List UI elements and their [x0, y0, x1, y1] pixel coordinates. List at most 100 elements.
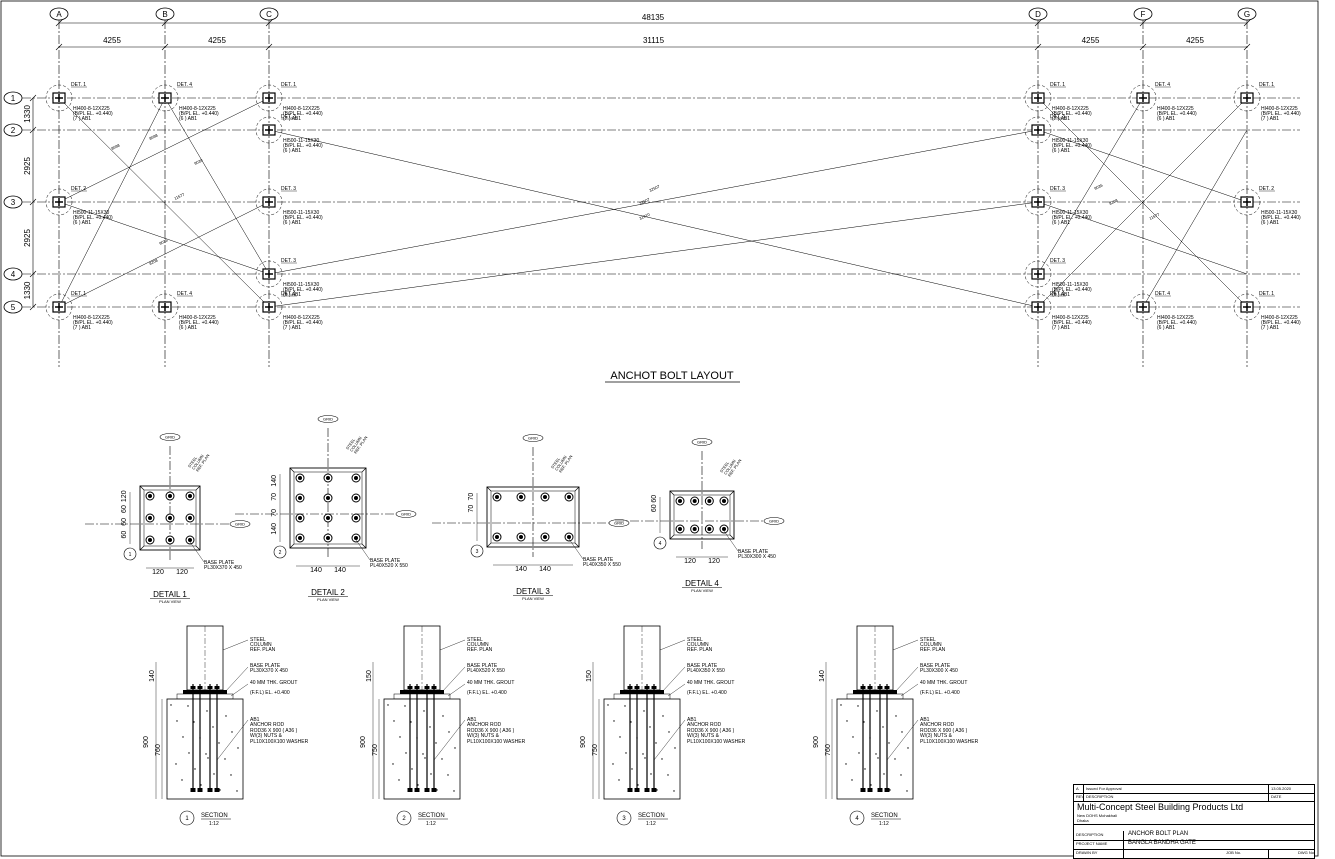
grid-column-label: F	[1141, 10, 1146, 19]
anchor-bolt	[692, 499, 697, 503]
column-callout-circle	[151, 293, 179, 321]
column-bolt-count-label: (7 ) AB1	[73, 116, 91, 122]
column-callout-circle	[1024, 188, 1052, 216]
dimension-tick	[265, 19, 273, 27]
section-base-plate-label: BASE PLATE	[920, 663, 951, 669]
concrete-hatch	[851, 779, 853, 781]
concrete-hatch	[852, 736, 854, 738]
dimension-tick	[1034, 19, 1042, 27]
concrete-hatch	[435, 742, 437, 744]
section-pedestal	[603, 698, 681, 800]
section-lower-dim: 760	[825, 744, 832, 756]
column-bolt-count-label: (6 ) AB1	[283, 220, 301, 226]
anchor-bolt	[567, 535, 571, 539]
section-marker-number: 3	[476, 549, 479, 555]
column-profile-label: HI400-8-12X225	[1157, 315, 1194, 321]
column-callout-circle	[255, 116, 283, 144]
concrete-hatch	[405, 752, 407, 754]
concrete-hatch	[662, 715, 664, 717]
anchor-nut	[867, 686, 873, 689]
dimension-tick	[29, 198, 37, 206]
bracing-length-label: 11577	[173, 191, 186, 200]
dimension-tick	[1243, 19, 1251, 27]
anchor-bolt	[326, 536, 330, 540]
detail-horizontal-dim: 120	[708, 558, 720, 565]
anchor-bolt	[298, 536, 302, 540]
column-bolt-count-label: (6 ) AB1	[1157, 116, 1175, 122]
concrete-hatch	[417, 784, 419, 786]
section-top-dim: 150	[586, 670, 593, 682]
section-rod-size-label: ROD36 X 900 ( A36 )	[467, 728, 515, 734]
bracing-length-label: 8698	[110, 142, 121, 151]
column-callout-circle	[1233, 84, 1261, 112]
anchor-bolt	[692, 527, 697, 531]
column-dimension-text: 31115	[643, 36, 665, 45]
concrete-hatch	[387, 704, 389, 706]
column-bolt-count-label: (6 ) AB1	[73, 220, 91, 226]
bracing-line	[164, 97, 270, 275]
detail-title: DETAIL 4	[685, 579, 719, 588]
anchor-nut-bottom	[860, 788, 866, 792]
bracing-length-label: 11577	[1148, 211, 1161, 220]
concrete-hatch	[411, 768, 413, 770]
detail-vertical-dim: 120	[121, 490, 128, 502]
concrete-hatch	[618, 779, 620, 781]
title-block: A Issued For Approval 13.05.2020 REV DES…	[1073, 784, 1315, 859]
anchor-nut	[407, 686, 413, 689]
concrete-hatch	[422, 753, 424, 755]
dimension-tick	[1139, 19, 1147, 27]
section-ab-label: AB1	[920, 717, 930, 723]
anchor-nut-bottom	[414, 788, 420, 792]
anchor-bolt	[495, 495, 499, 499]
anchor-bolt	[326, 516, 330, 520]
bracing-line	[268, 201, 1039, 308]
concrete-hatch	[858, 752, 860, 754]
anchor-bolt	[722, 499, 726, 503]
anchor-nut-bottom	[190, 788, 196, 792]
section-title: SECTION	[418, 813, 445, 819]
anchor-bolt	[188, 516, 192, 520]
section-number: 2	[402, 816, 406, 822]
base-plate-leader	[723, 530, 739, 552]
section-washer-label: PL10X100X100 WASHER	[920, 739, 979, 745]
section-ref-label: REF. PLAN	[687, 647, 713, 653]
anchor-bolt	[495, 535, 499, 539]
bracing-line	[268, 129, 1039, 275]
section-grout-label: 40 MM THK. GROUT	[920, 680, 967, 686]
anchor-nut-bottom	[634, 788, 640, 792]
anchor-bolt	[298, 496, 302, 500]
drawn-row: DRAWN BY JOB No. DWG No.	[1074, 849, 1314, 858]
plate-corner	[195, 485, 201, 491]
dimension-tick	[29, 303, 37, 311]
section-title: SECTION	[201, 813, 228, 819]
concrete-hatch	[200, 784, 202, 786]
column-bolt-count-label: (6 ) AB1	[283, 148, 301, 154]
section-marker-number: 2	[279, 550, 282, 556]
concrete-hatch	[424, 757, 426, 759]
concrete-hatch	[399, 736, 401, 738]
column-callout-circle	[45, 293, 73, 321]
base-plate-leader	[568, 538, 584, 560]
column-profile-label: HI500-11-15X30	[1052, 138, 1089, 144]
column-bolt-count-label: (7 ) AB1	[1261, 116, 1279, 122]
description-row: DESCRIPTION ANCHOR BOLT PLAN	[1074, 831, 1314, 841]
grid-bubble	[49, 7, 69, 21]
detail-subtitle: PLAN VIEW	[691, 588, 713, 593]
bracing-line	[58, 97, 270, 203]
section-leader	[216, 719, 249, 761]
bracing-length-label: 8698	[148, 132, 159, 141]
concrete-hatch	[845, 763, 847, 765]
section-rod-size-label: ROD36 X 900 ( A36 )	[250, 728, 298, 734]
section-lower-dim: 760	[155, 744, 162, 756]
detail-callout-label: DET. 3	[281, 258, 296, 264]
grid-column-label: G	[1244, 10, 1250, 19]
anchor-bolt	[543, 535, 547, 539]
column-elevation-label: (B/PL EL. +0.440)	[283, 111, 323, 117]
bracing-line	[1037, 97, 1248, 308]
detail-title: DETAIL 1	[153, 590, 187, 599]
concrete-hatch	[205, 753, 207, 755]
concrete-hatch	[667, 774, 669, 776]
anchor-bolt	[707, 527, 712, 531]
section-grout-label: 40 MM THK. GROUT	[250, 680, 297, 686]
anchor-nut	[634, 686, 640, 689]
